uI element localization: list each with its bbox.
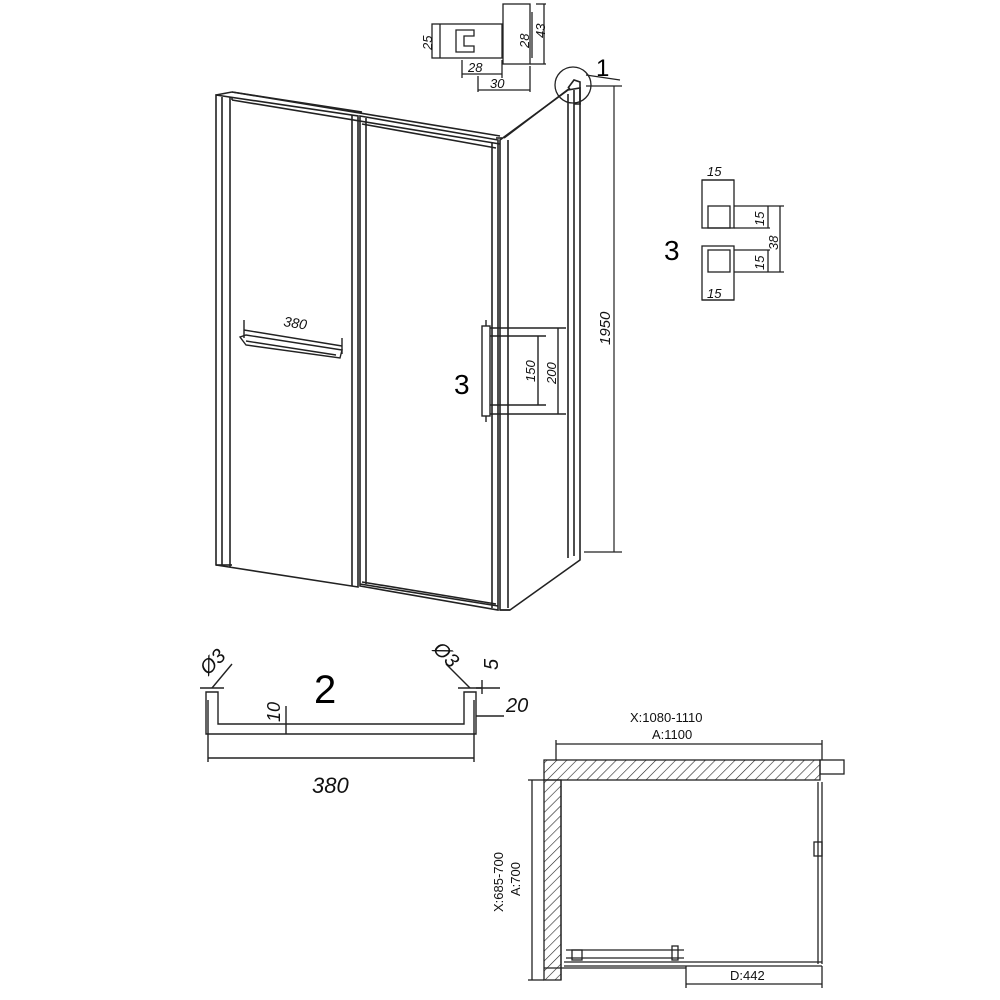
towel-bar-detail-label: 2 [314, 668, 336, 712]
towel-bar-hole-right: Ø3 [428, 637, 463, 672]
towel-bar-section [200, 664, 504, 762]
profile-dim-bottom-inner: 28 [467, 60, 483, 75]
towel-bar-length: 380 [283, 313, 309, 332]
plan-depth-range: X:685-700 [491, 852, 506, 912]
plan-width-range: X:1080-1110 [630, 710, 703, 725]
sliding-door-frame [360, 116, 498, 610]
towel-bar-bracket-depth: 20 [505, 695, 528, 717]
plan-width-nominal: A:1100 [652, 727, 692, 742]
handle-section-upper-depth: 15 [752, 211, 767, 226]
detail-callout-circle [555, 67, 591, 103]
handle-dim-inner: 150 [523, 360, 538, 382]
handle-section-total-height: 38 [766, 235, 781, 250]
handle-section-top-width: 15 [707, 164, 722, 179]
profile-section-left [432, 24, 502, 58]
towel-bar-depth: 10 [264, 702, 284, 722]
plan-wall-top [544, 760, 820, 780]
plan-depth-nominal: A:700 [508, 862, 523, 896]
plan-view [528, 740, 844, 988]
handle-section-bottom-width: 15 [707, 286, 722, 301]
profile-dim-left: 25 [420, 35, 435, 51]
height-dimension-value: 1950 [597, 311, 614, 345]
towel-bar-bracket-height: 5 [481, 658, 503, 670]
handle-section-lower-depth: 15 [752, 255, 767, 270]
towel-bar-hole-left: Ø3 [195, 645, 230, 680]
handle-section-label: 3 [664, 235, 680, 266]
profile-dim-height-inner: 28 [517, 33, 532, 49]
towel-bar-detail-length: 380 [312, 773, 349, 798]
handle-dim-outer: 200 [544, 362, 559, 385]
detail-callout-label: 1 [596, 55, 609, 82]
profile-dim-height-outer: 43 [533, 23, 548, 38]
plan-door-opening: D:442 [730, 968, 765, 983]
handle-callout-label: 3 [454, 369, 470, 400]
plan-wall-left [544, 780, 561, 980]
profile-dim-bottom-outer: 30 [490, 76, 505, 91]
